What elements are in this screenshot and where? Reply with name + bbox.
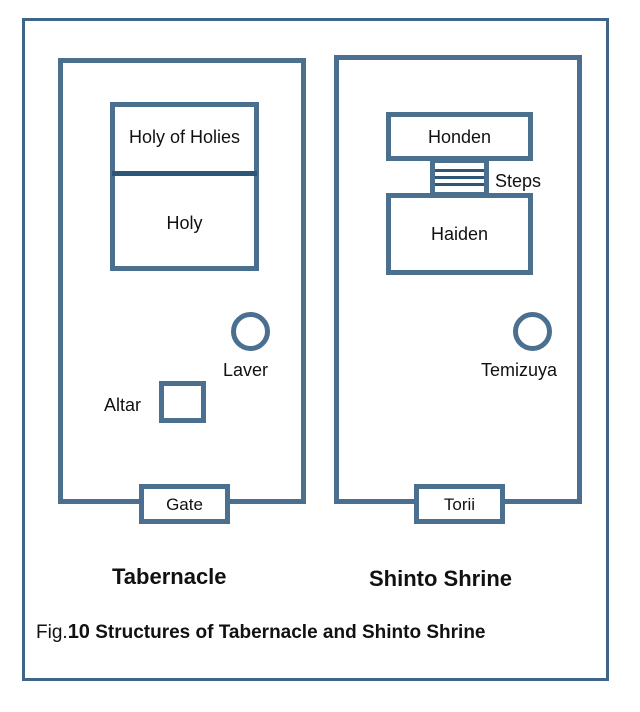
holy-of-holies-label: Holy of Holies <box>128 127 241 147</box>
tabernacle-caption: Tabernacle <box>112 564 227 589</box>
tabernacle-sanctuary <box>110 102 259 271</box>
tabernacle-gate: Gate <box>139 484 230 524</box>
steps-label: Steps <box>495 171 542 191</box>
shrine-caption: Shinto Shrine <box>369 566 512 591</box>
torii-gate: Torii <box>414 484 505 524</box>
gate-label: Gate <box>166 494 203 514</box>
figure-frame <box>22 18 609 681</box>
figure-number: 10 <box>67 621 90 643</box>
altar-square <box>159 381 206 423</box>
temizuya-circle <box>513 312 552 351</box>
holy-of-holies-divider <box>112 171 257 176</box>
honden-box: Honden <box>386 112 533 161</box>
haiden-label: Haiden <box>430 224 489 244</box>
figure-caption: Fig.10 Structures of Tabernacle and Shin… <box>36 622 486 642</box>
step-line-1 <box>435 169 484 172</box>
honden-label: Honden <box>427 126 492 147</box>
temizuya-label: Temizuya <box>481 360 558 380</box>
haiden-box: Haiden <box>386 193 533 275</box>
holy-label: Holy <box>166 213 203 233</box>
figure-prefix: Fig. <box>36 622 68 643</box>
figure-title: Structures of Tabernacle and Shinto Shri… <box>95 622 486 643</box>
step-line-3 <box>435 183 484 186</box>
torii-label: Torii <box>443 494 476 514</box>
altar-label: Altar <box>104 395 142 415</box>
laver-circle <box>231 312 270 351</box>
step-line-2 <box>435 176 484 179</box>
laver-label: Laver <box>223 360 269 380</box>
